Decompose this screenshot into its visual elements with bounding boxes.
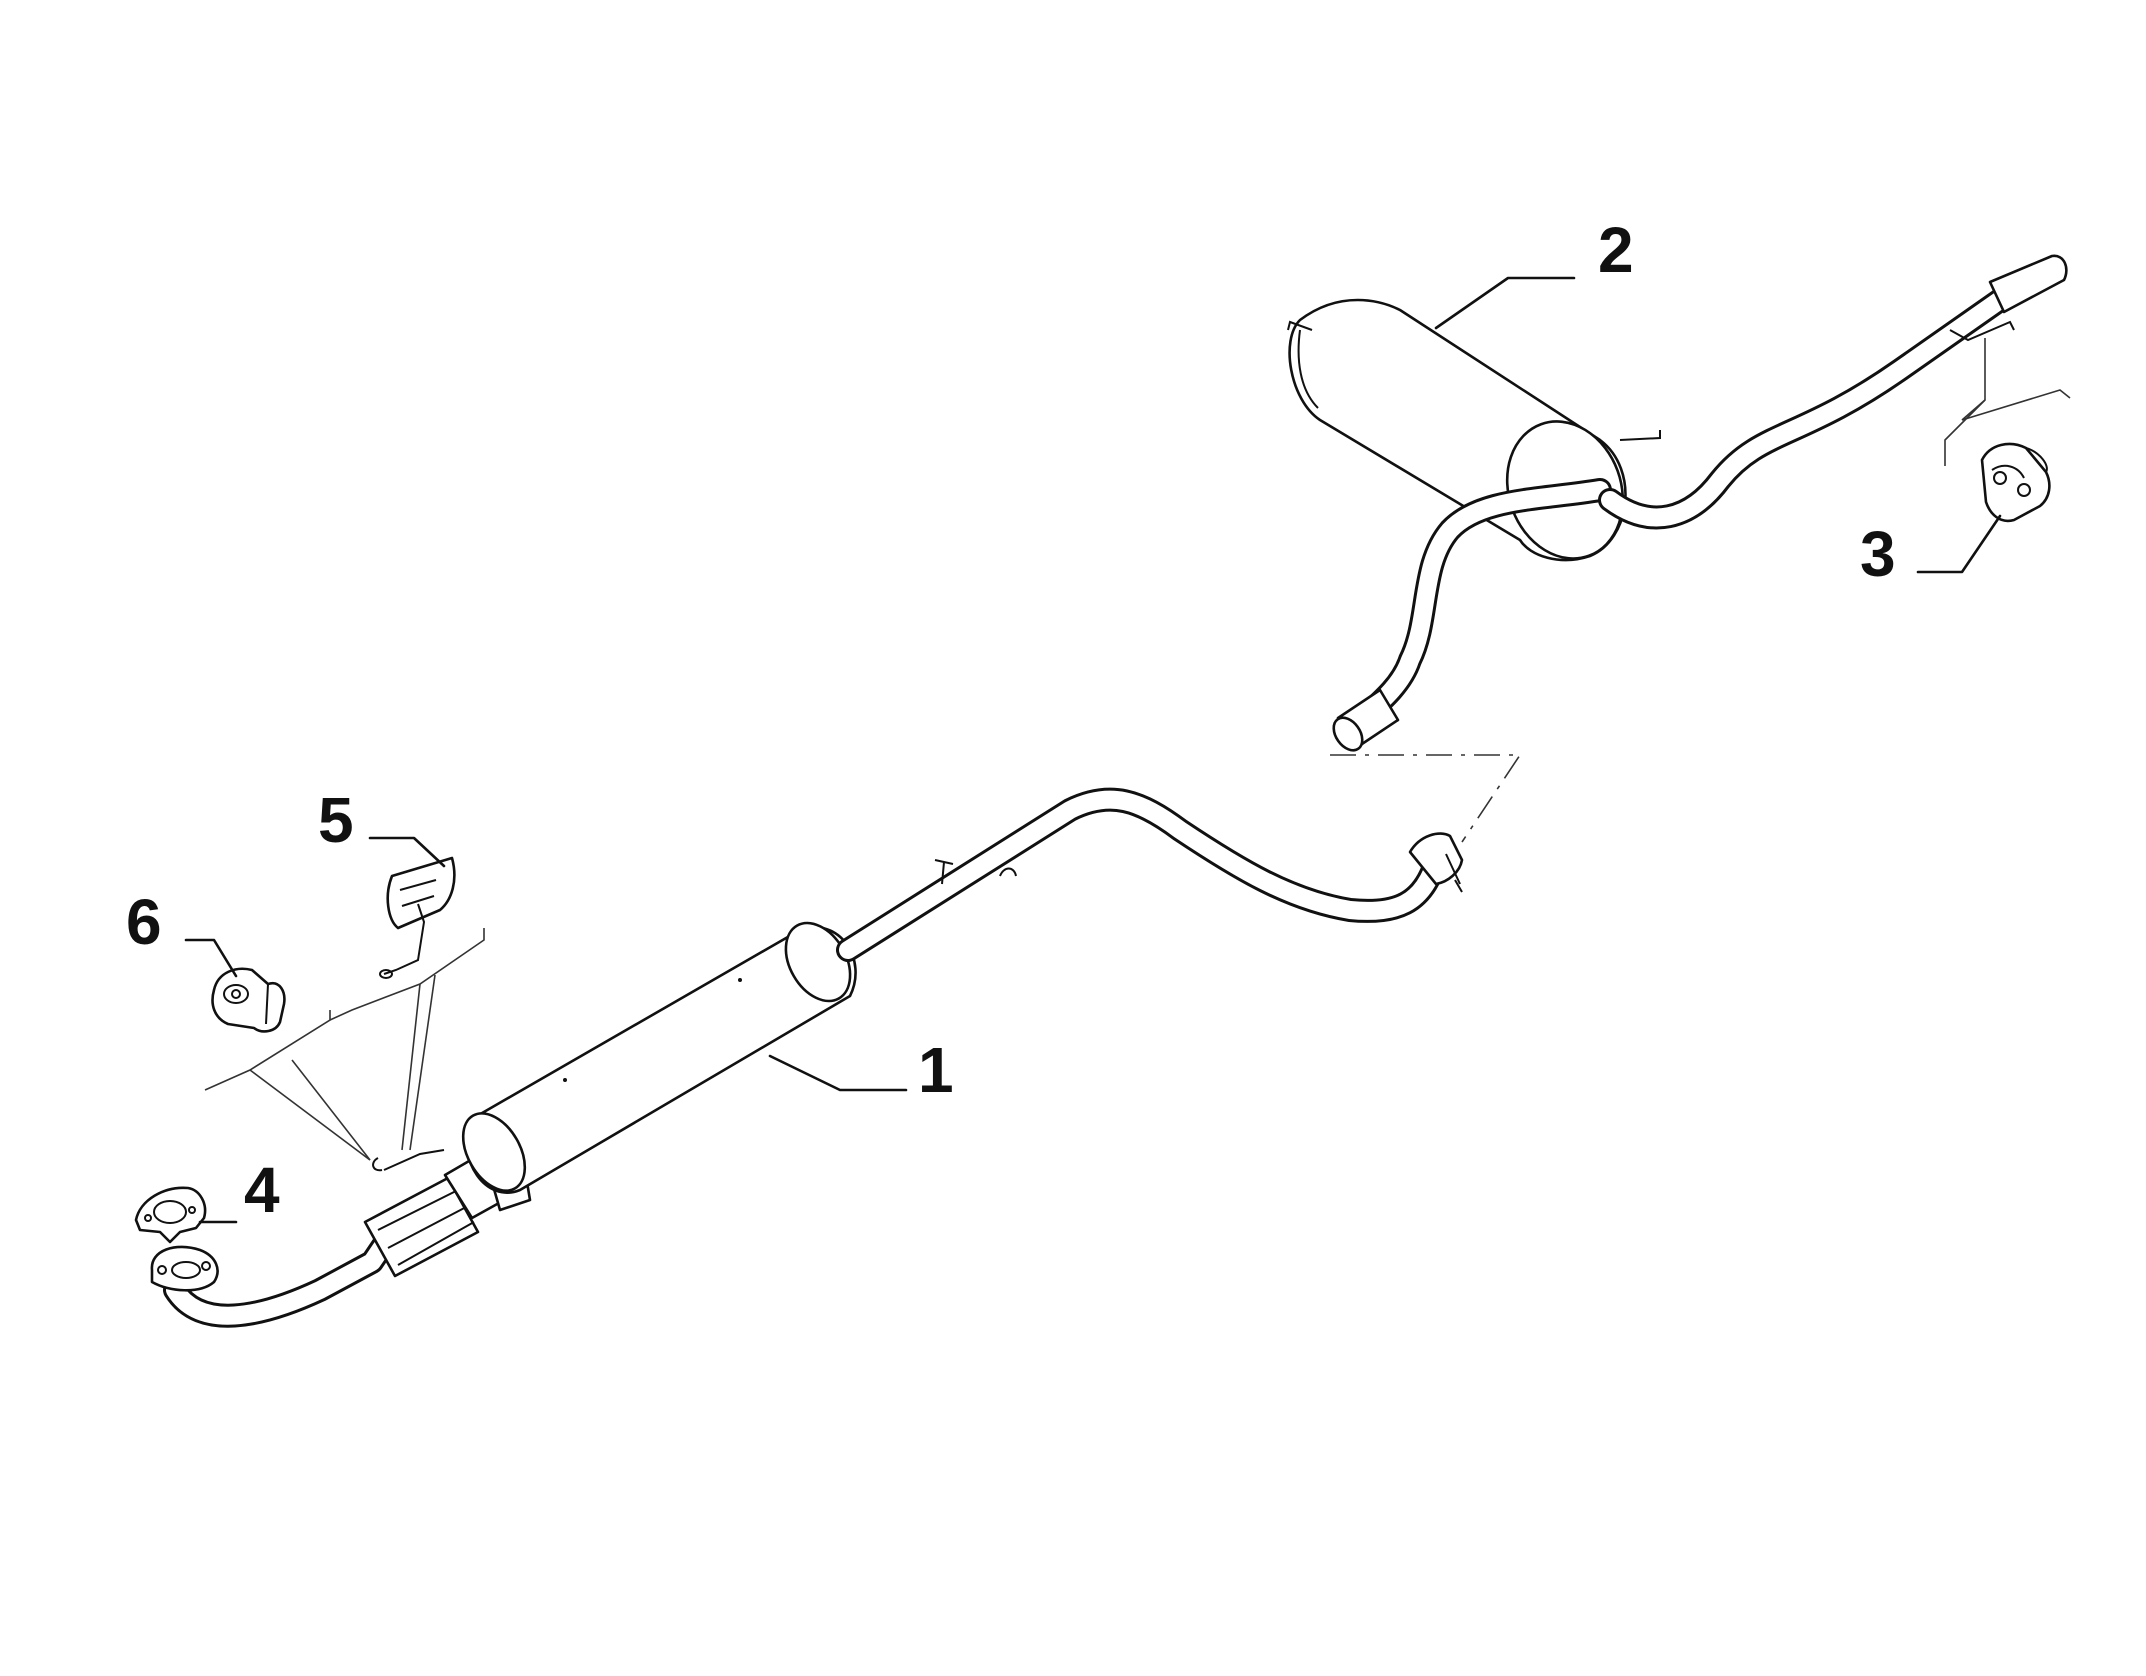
part-5-hanger-bracket[interactable] xyxy=(379,856,456,979)
part-3-rubber-hanger[interactable] xyxy=(1980,442,2051,523)
flex-joint xyxy=(363,1176,480,1278)
callout-1: 1 xyxy=(918,1034,954,1106)
callout-2: 2 xyxy=(1598,214,1634,286)
tail-pipe-tip xyxy=(1988,254,2068,314)
part-4-gasket[interactable] xyxy=(134,1186,207,1244)
leader-lines xyxy=(184,276,2002,1224)
part-2-rear-silencer[interactable] xyxy=(1287,254,2068,756)
callout-labels: 1 2 3 4 5 6 xyxy=(126,214,1896,1226)
front-flange xyxy=(150,1245,219,1292)
part-6-rubber-mount[interactable] xyxy=(211,967,286,1033)
rear-connection-clamp xyxy=(1408,832,1464,886)
callout-4: 4 xyxy=(244,1154,280,1226)
callout-6: 6 xyxy=(126,886,162,958)
callout-3: 3 xyxy=(1860,518,1896,590)
assembly-lines xyxy=(204,338,2071,1161)
callout-5: 5 xyxy=(318,784,354,856)
part-1-front-pipe-and-silencer[interactable] xyxy=(150,787,1464,1328)
